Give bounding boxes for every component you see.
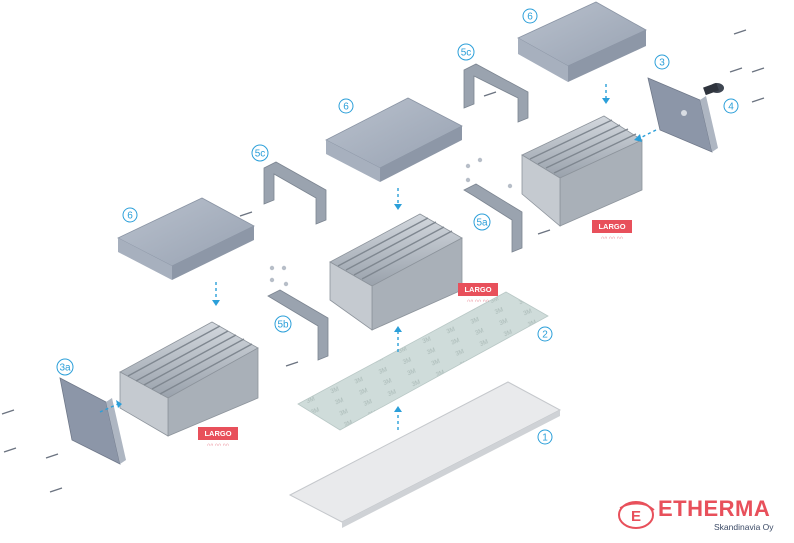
heating-profile-left (119, 321, 259, 437)
callout-3: 3 (654, 54, 670, 70)
svg-text:6: 6 (127, 211, 133, 222)
largo-label: LARGO (204, 429, 231, 438)
heating-profile-right (521, 115, 643, 227)
brand-name: ETHERMA (658, 496, 771, 521)
base-plate (288, 381, 562, 528)
callout-6-left: 6 (122, 207, 138, 223)
svg-text:5b: 5b (277, 320, 289, 331)
largo-badge-middle: LARGO ∩∩ ∩∩ ∩∩ (458, 283, 498, 303)
cover-left (117, 197, 255, 280)
callout-3a: 3a (56, 358, 74, 376)
end-cap-3 (647, 77, 718, 153)
largo-label: LARGO (464, 285, 491, 294)
heating-profile-middle (329, 213, 463, 331)
callout-5c-left: 5c (251, 144, 269, 162)
svg-text:5c: 5c (255, 149, 266, 160)
largo-label: LARGO (598, 222, 625, 231)
brand-logo-block: E ETHERMA Skandinavia Oy (604, 496, 790, 538)
svg-text:2: 2 (542, 330, 548, 341)
svg-text:3a: 3a (59, 363, 71, 374)
bracket-5b (267, 289, 329, 361)
largo-badge-right: LARGO ∩∩ ∩∩ ∩∩ (592, 220, 632, 240)
bracket-5c-left (263, 161, 327, 225)
etherma-logo-icon: E (618, 501, 655, 529)
screws (1, 29, 765, 493)
callout-1: 1 (537, 429, 553, 445)
svg-text:3: 3 (659, 58, 665, 69)
bracket-5c-right (463, 63, 529, 123)
cover-middle (325, 97, 463, 182)
brand-subtitle: Skandinavia Oy (714, 522, 774, 532)
cover-right (517, 1, 647, 82)
svg-text:E: E (631, 508, 641, 525)
svg-text:5c: 5c (461, 48, 472, 59)
svg-text:∩∩ ∩∩ ∩∩: ∩∩ ∩∩ ∩∩ (467, 298, 489, 303)
largo-badge-left: LARGO ∩∩ ∩∩ ∩∩ (198, 427, 238, 447)
callout-6-right: 6 (522, 8, 538, 24)
svg-text:∩∩ ∩∩ ∩∩: ∩∩ ∩∩ ∩∩ (207, 442, 229, 447)
callout-6-middle: 6 (338, 98, 354, 114)
svg-text:∩∩ ∩∩ ∩∩: ∩∩ ∩∩ ∩∩ (601, 235, 623, 240)
svg-text:6: 6 (527, 12, 533, 23)
svg-text:6: 6 (343, 102, 349, 113)
cable-gland (703, 82, 724, 96)
callout-4: 4 (723, 98, 739, 114)
bracket-5a (463, 183, 523, 253)
svg-text:4: 4 (728, 102, 734, 113)
adhesive-tape (297, 291, 549, 431)
callout-5b: 5b (274, 315, 292, 333)
callout-5a: 5a (473, 213, 491, 231)
svg-text:1: 1 (542, 433, 548, 444)
svg-text:5a: 5a (476, 218, 488, 229)
end-cap-3a (59, 377, 126, 465)
assembly-arrows (99, 84, 657, 430)
callout-2: 2 (537, 326, 553, 342)
nuts (269, 157, 513, 287)
callout-5c-right: 5c (457, 43, 475, 61)
